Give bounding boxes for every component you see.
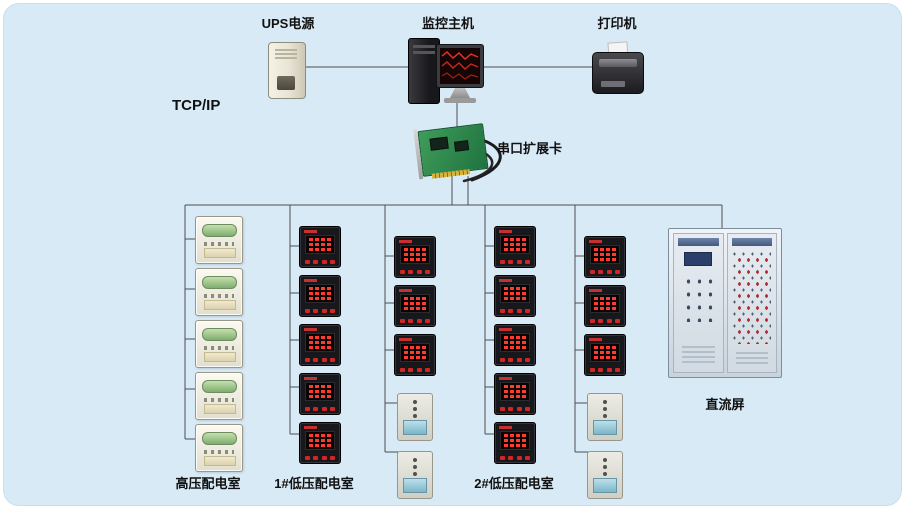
controller-device <box>587 393 623 441</box>
cabinet-vent <box>735 352 768 366</box>
cabinet-left-door <box>673 233 724 373</box>
monitor-base <box>444 98 476 103</box>
controller-device <box>397 393 433 441</box>
host-label: 监控主机 <box>421 16 474 31</box>
host-monitor <box>436 44 484 88</box>
relay-device <box>195 216 243 264</box>
card-chip <box>454 140 470 152</box>
dc-panel-cabinet <box>668 228 782 378</box>
relay-device <box>195 424 243 472</box>
meter-device <box>299 373 341 415</box>
lv-room-1-label: 1#低压配电室 <box>274 476 354 491</box>
relay-device <box>195 268 243 316</box>
meter-device <box>584 285 626 327</box>
cabinet-switches <box>680 272 717 322</box>
card-chip <box>429 136 449 151</box>
controller-device <box>587 451 623 499</box>
ups-label: UPS电源 <box>261 16 315 31</box>
serial-card-label: 串口扩展卡 <box>497 141 563 156</box>
meter-device <box>494 324 536 366</box>
monitor-stand <box>450 88 470 98</box>
hv-relay-column <box>195 216 243 472</box>
lv2-meter-column-2 <box>584 236 626 499</box>
lv-room-2-label: 2#低压配电室 <box>474 476 554 491</box>
meter-device <box>394 285 436 327</box>
lv1-meter-column-1 <box>299 226 341 464</box>
relay-device <box>195 372 243 420</box>
relay-device <box>195 320 243 368</box>
lv2-meter-column-1 <box>494 226 536 464</box>
printer-device <box>592 52 644 94</box>
printer-label: 打印机 <box>597 16 637 31</box>
meter-device <box>299 275 341 317</box>
controller-device <box>397 451 433 499</box>
meter-device <box>299 422 341 464</box>
meter-device <box>494 226 536 268</box>
meter-device <box>584 236 626 278</box>
meter-device <box>494 422 536 464</box>
dc-panel-label: 直流屏 <box>705 397 745 412</box>
meter-device <box>584 334 626 376</box>
cabinet-vent <box>682 346 715 364</box>
ups-device <box>268 42 306 99</box>
meter-device <box>494 373 536 415</box>
meter-device <box>299 226 341 268</box>
hv-room-label: 高压配电室 <box>175 476 241 491</box>
meter-device <box>394 334 436 376</box>
cabinet-indicator-lights <box>732 252 771 344</box>
cabinet-header-strip <box>731 238 772 246</box>
meter-device <box>494 275 536 317</box>
meter-device <box>394 236 436 278</box>
serial-expansion-card <box>417 123 489 177</box>
cabinet-header-strip <box>678 238 719 246</box>
cabinet-display <box>684 252 712 266</box>
monitor-screen <box>440 48 480 84</box>
cabinet-right-door <box>726 233 777 373</box>
meter-device <box>299 324 341 366</box>
tcpip-label: TCP/IP <box>172 97 221 114</box>
lv1-meter-column-2 <box>394 236 436 499</box>
